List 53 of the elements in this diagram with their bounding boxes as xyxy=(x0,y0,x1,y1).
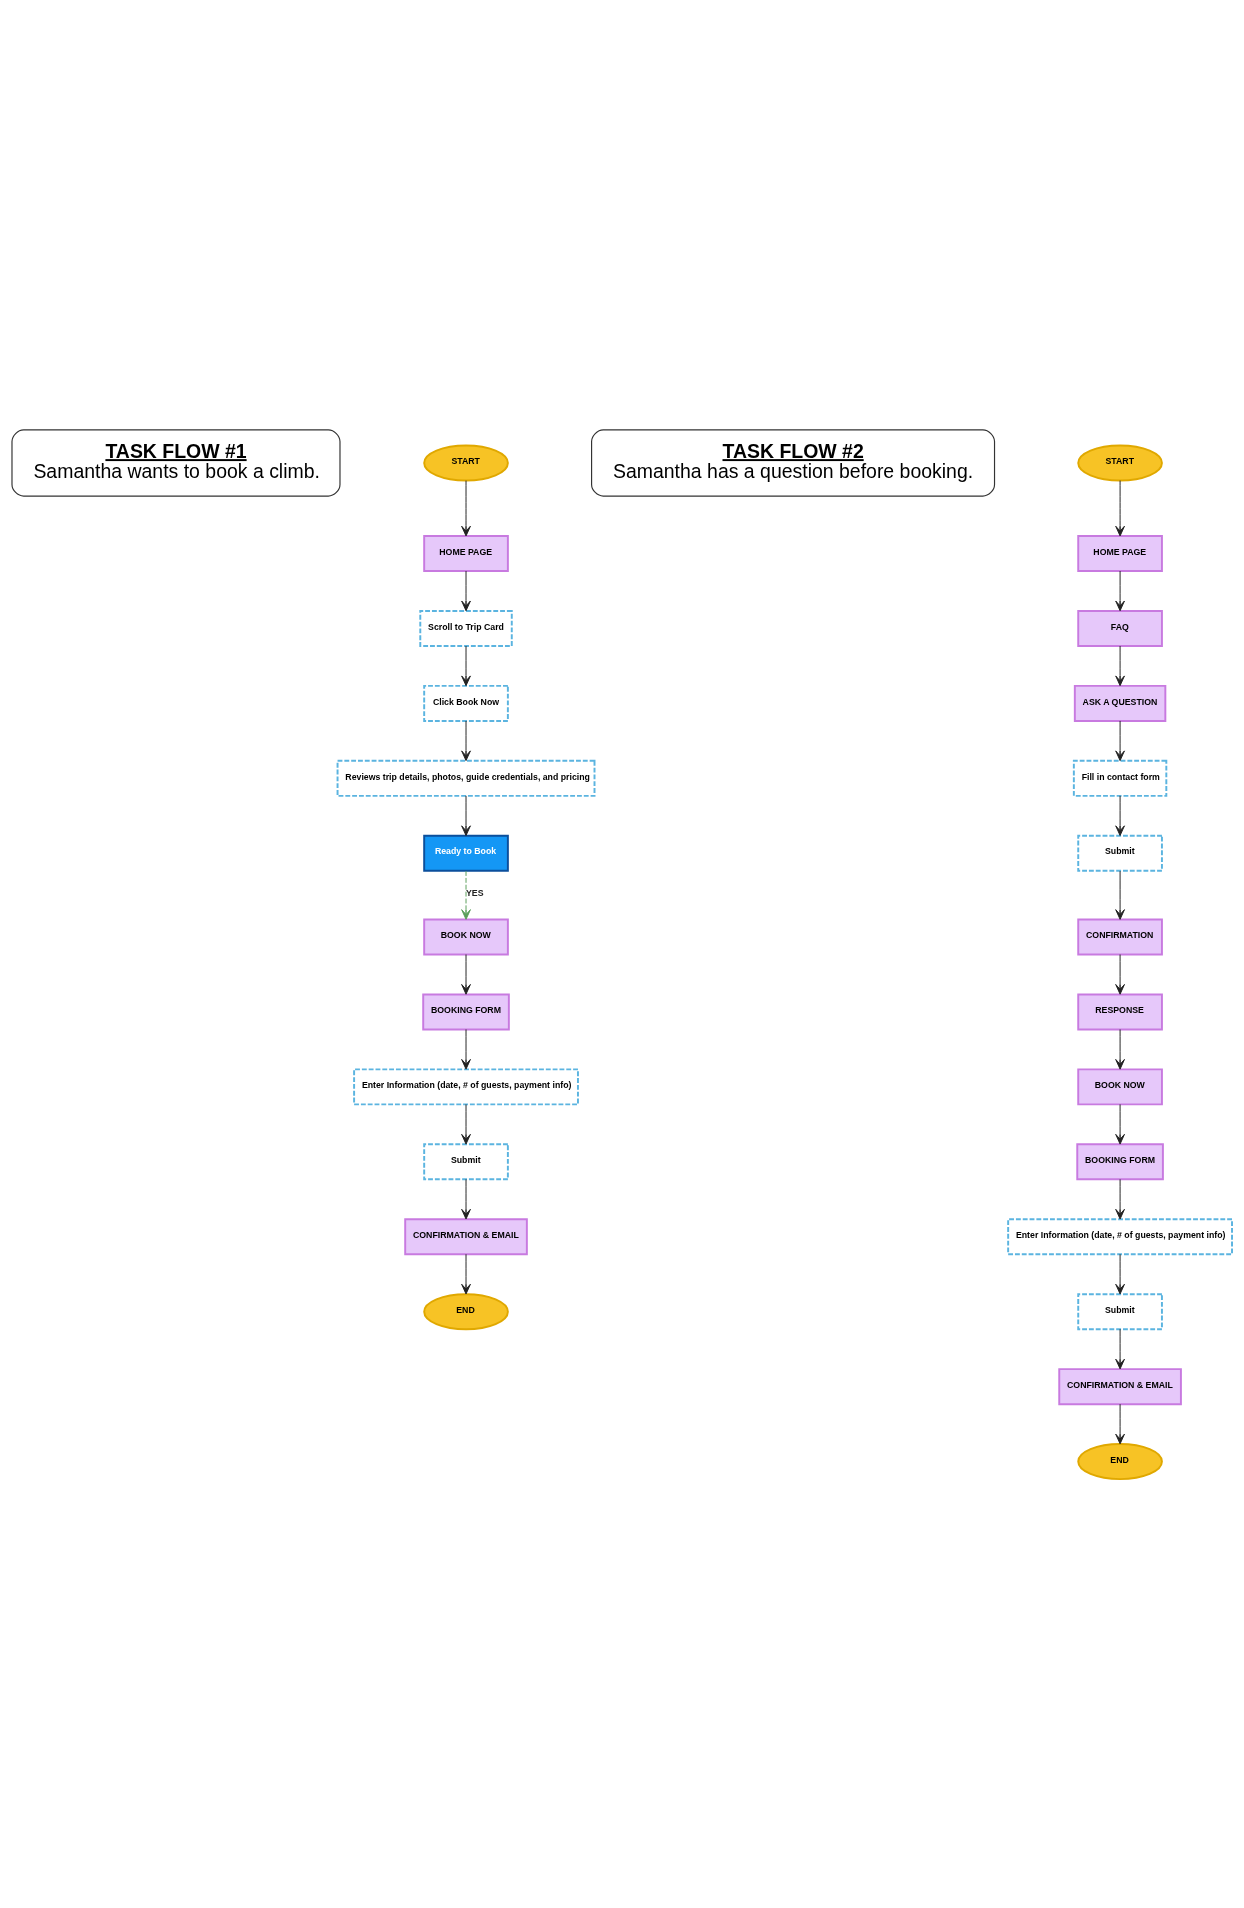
node-box: CONFIRMATION & EMAIL xyxy=(1058,1367,1182,1405)
arrow xyxy=(461,645,471,686)
arrow xyxy=(461,1028,471,1070)
node-ellipse: END xyxy=(1077,1442,1163,1480)
arrow xyxy=(1115,570,1125,611)
node-ellipse: START xyxy=(1077,444,1163,481)
node-box: Ready to Book xyxy=(423,834,509,872)
arrow xyxy=(461,1253,471,1294)
node-ellipse: START xyxy=(423,444,509,481)
node-box: Scroll to Trip Card xyxy=(419,609,513,647)
arrow xyxy=(461,570,471,611)
arrow xyxy=(1115,719,1125,761)
arrow xyxy=(1115,1028,1125,1070)
arrow xyxy=(461,479,471,536)
node-box: BOOKING FORM xyxy=(422,992,510,1030)
node-box: Fill in contact form xyxy=(1072,759,1168,797)
node-box: HOME PAGE xyxy=(423,534,509,572)
node-box: BOOK NOW xyxy=(1077,1067,1163,1105)
node-ellipse: END xyxy=(423,1292,509,1330)
node-box: Submit xyxy=(1077,1292,1163,1330)
arrow xyxy=(461,719,471,761)
node-box: Reviews trip details, photos, guide credentials, and pricing xyxy=(336,759,596,797)
node-box: Enter Information (date, # of guests, payment info) xyxy=(353,1067,579,1105)
node-box: BOOKING FORM xyxy=(1076,1142,1164,1180)
arrow xyxy=(461,794,471,836)
node-box: Enter Information (date, # of guests, payment info) xyxy=(1007,1217,1233,1255)
node-box: ASK A QUESTION xyxy=(1073,684,1167,722)
arrow xyxy=(1115,1253,1125,1294)
arrow xyxy=(1115,645,1125,686)
arrow xyxy=(461,1178,471,1219)
node-box: TASK FLOW #1 Samantha wants to book a climb. xyxy=(11,428,341,497)
node-box: HOME PAGE xyxy=(1077,534,1163,572)
node-box: CONFIRMATION xyxy=(1077,918,1163,955)
node-box: RESPONSE xyxy=(1077,992,1163,1030)
node-box: Submit xyxy=(1077,834,1163,872)
arrow xyxy=(461,1103,471,1145)
arrow xyxy=(1115,479,1125,536)
arrow xyxy=(1115,1103,1125,1145)
arrow xyxy=(1115,1178,1125,1219)
node-box: FAQ xyxy=(1077,609,1163,647)
arrow xyxy=(461,870,471,920)
arrow xyxy=(1115,1328,1125,1369)
arrow xyxy=(1115,1403,1125,1444)
node-box: BOOK NOW xyxy=(423,918,509,955)
arrow xyxy=(1115,794,1125,836)
edge-label: YES xyxy=(466,887,484,898)
arrow xyxy=(461,953,471,995)
node-box: Submit xyxy=(423,1142,509,1180)
node-box: TASK FLOW #2 Samantha has a question before booking. xyxy=(591,428,996,497)
node-box: Click Book Now xyxy=(423,684,509,722)
node-box: CONFIRMATION & EMAIL xyxy=(404,1217,528,1255)
arrow xyxy=(1115,953,1125,995)
arrow xyxy=(1115,870,1125,920)
